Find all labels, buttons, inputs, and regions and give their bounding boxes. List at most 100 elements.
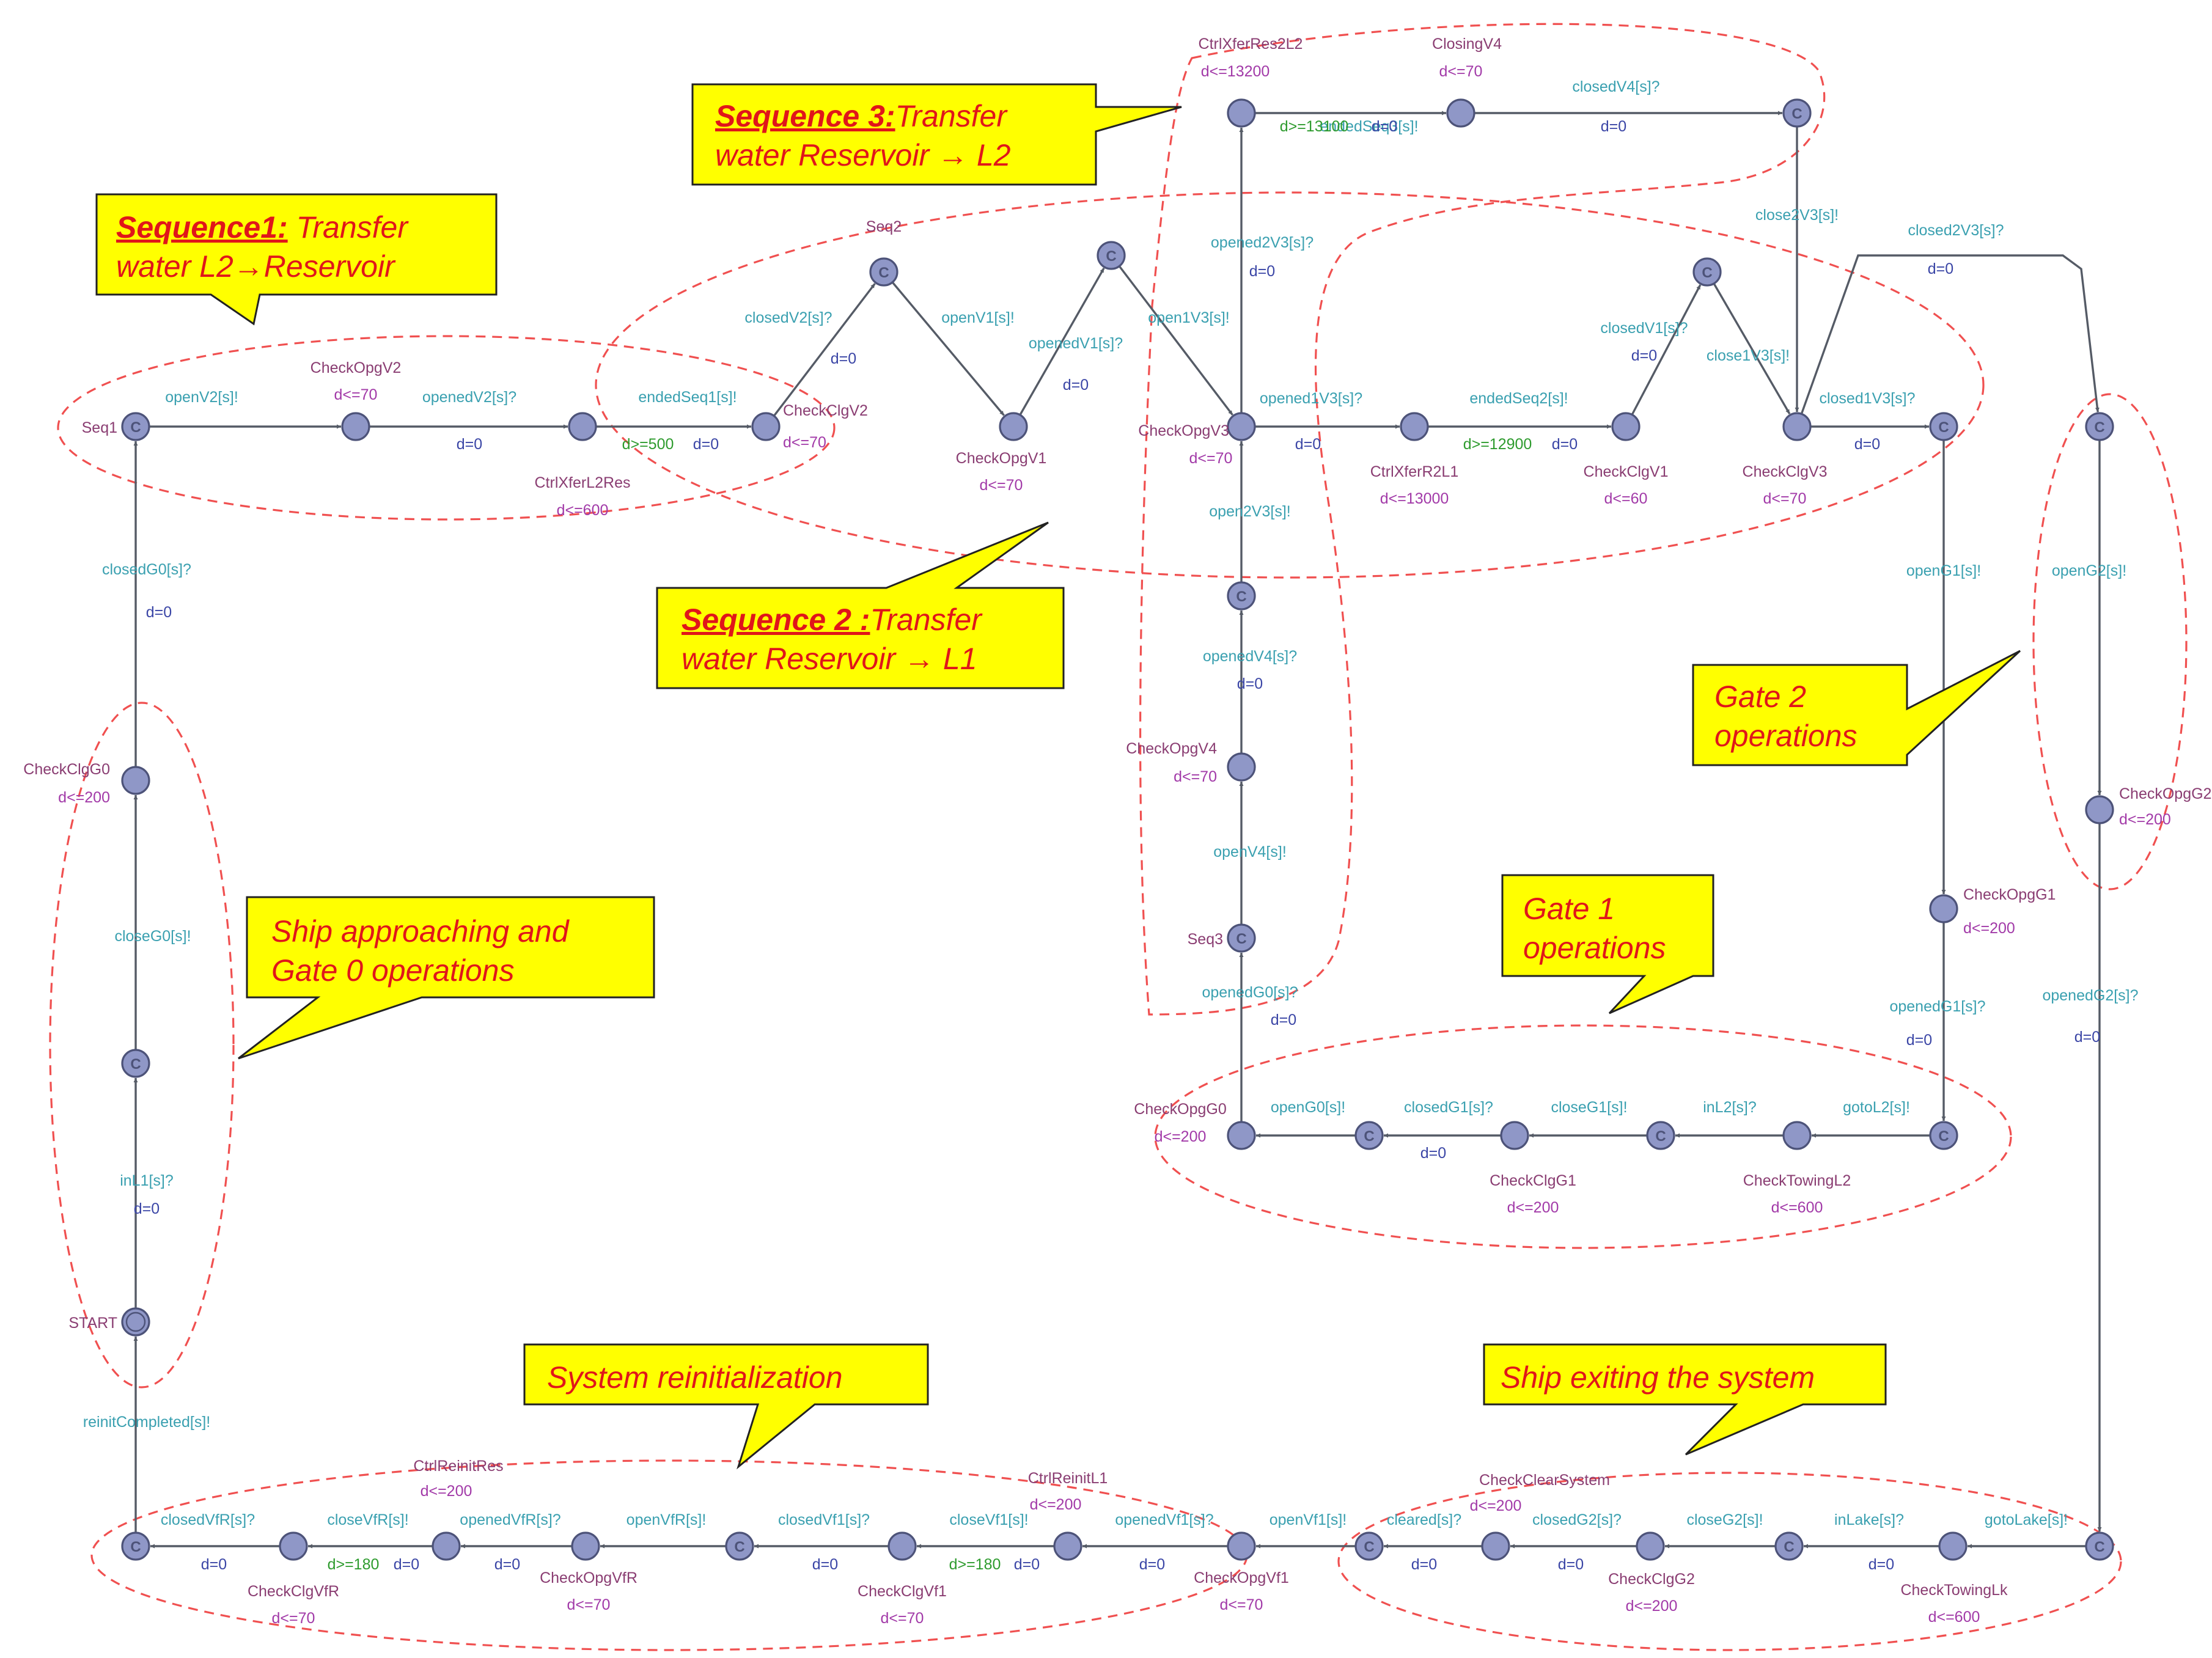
location-invariant: d<=200 xyxy=(1155,1128,1207,1145)
location-invariant: d<=70 xyxy=(272,1610,315,1627)
location-checkClgV3[interactable] xyxy=(1782,412,1812,441)
edge-update-label: d=0 xyxy=(1906,1032,1932,1049)
location-name: CheckClgG0 xyxy=(23,761,110,778)
edge-sync-label: closeG2[s]! xyxy=(1686,1511,1763,1528)
callout-sequence2-text: Transfer water Reservoir → L1 xyxy=(682,603,982,676)
edge-update-label: d=0 xyxy=(201,1556,227,1573)
location-c_cg1[interactable]: C xyxy=(1646,1121,1675,1150)
callout-reinit: System reinitialization xyxy=(547,1360,843,1395)
location-c_g2b[interactable]: C xyxy=(1774,1531,1804,1561)
location-seq1[interactable]: C xyxy=(121,412,150,441)
edge-sync-label: closedG0[s]? xyxy=(102,561,191,578)
edge-sync-label: openV1[s]! xyxy=(941,309,1015,326)
location-c_v3b[interactable]: C xyxy=(1227,581,1256,611)
location-name: CheckClearSystem xyxy=(1479,1472,1610,1489)
location-ctrlXferR2L1[interactable] xyxy=(1400,412,1429,441)
committed-marker: C xyxy=(1938,419,1949,436)
edge-sync-label: closeG0[s]! xyxy=(114,928,191,945)
edge-update-label: d=0 xyxy=(1868,1556,1894,1573)
location-c_v1[interactable]: C xyxy=(1097,241,1126,270)
location-name: CheckOpgVf1 xyxy=(1194,1569,1289,1586)
location-invariant: d<=200 xyxy=(1626,1597,1678,1615)
edge-update-label: d=0 xyxy=(1295,436,1321,453)
location-checkOpgV1[interactable] xyxy=(999,412,1028,441)
edge-sync-label: openVfR[s]! xyxy=(626,1511,707,1528)
edge-update-label: d=0 xyxy=(1552,436,1578,453)
location-invariant: d<=200 xyxy=(58,789,110,806)
location-c_v1b[interactable]: C xyxy=(1692,257,1722,287)
committed-marker: C xyxy=(1106,248,1116,265)
location-invariant: d<=70 xyxy=(567,1596,611,1613)
edge-sync-label: closeVfR[s]! xyxy=(327,1511,408,1528)
zone-sequence1 xyxy=(57,335,836,521)
location-invariant: d<=200 xyxy=(421,1483,472,1500)
edge-checkClgV2-to-seq2 xyxy=(773,283,876,417)
edge-sync-label: openedG0[s]? xyxy=(1202,984,1298,1001)
location-ctrlXferL2Res[interactable] xyxy=(568,412,597,441)
location-c_v4[interactable]: C xyxy=(1782,98,1812,128)
location-name: CtrlReinitL1 xyxy=(1028,1470,1108,1487)
location-start[interactable] xyxy=(121,1307,150,1337)
edge-guard-label: d>=180 xyxy=(328,1556,380,1573)
location-checkTowingLk[interactable] xyxy=(1938,1531,1968,1561)
edge-update-label: d=0 xyxy=(1014,1556,1040,1573)
location-invariant: d<=200 xyxy=(1507,1199,1559,1216)
location-checkClgG2[interactable] xyxy=(1636,1531,1665,1561)
location-checkClgVf1[interactable] xyxy=(887,1531,917,1561)
location-checkClgG0[interactable] xyxy=(121,766,150,795)
callout-sequence2-title: Sequence 2 : xyxy=(682,603,870,637)
location-checkTowingL2[interactable] xyxy=(1782,1121,1812,1150)
location-checkOpgG1[interactable] xyxy=(1929,894,1958,923)
edge-sync-label: openedVf1[s]? xyxy=(1115,1511,1213,1528)
location-c_cs[interactable]: C xyxy=(1354,1531,1384,1561)
edge-sync-label: cleared[s]? xyxy=(1387,1511,1461,1528)
callout-box-sequence1 xyxy=(95,193,498,326)
location-name: CtrlXferR2L1 xyxy=(1370,463,1459,480)
location-ctrlReinitL1[interactable] xyxy=(1053,1531,1082,1561)
location-name: Seq1 xyxy=(82,419,117,436)
edge-sync-label: closedVf1[s]? xyxy=(778,1511,870,1528)
location-checkOpgVf1[interactable] xyxy=(1227,1531,1256,1561)
location-c_g2[interactable]: C xyxy=(2085,412,2114,441)
location-c_g0[interactable]: C xyxy=(121,1049,150,1078)
location-c_v3[interactable]: C xyxy=(1929,412,1958,441)
location-checkOpgVfR[interactable] xyxy=(571,1531,600,1561)
edge-guard-label: d>=13100 xyxy=(1280,118,1349,135)
edge-sync-label: open2V3[s]! xyxy=(1209,503,1290,520)
location-checkOpgV2[interactable] xyxy=(341,412,370,441)
location-checkClearSystem[interactable] xyxy=(1481,1531,1510,1561)
location-checkClgV2[interactable] xyxy=(751,412,781,441)
location-c_vfr[interactable]: C xyxy=(121,1531,150,1561)
location-checkOpgV3[interactable] xyxy=(1227,412,1256,441)
location-invariant: d<=13200 xyxy=(1201,63,1270,80)
location-invariant: d<=70 xyxy=(1439,63,1483,80)
location-c_og0[interactable]: C xyxy=(1354,1121,1384,1150)
committed-marker: C xyxy=(734,1539,744,1555)
edge-update-label: d=0 xyxy=(1631,347,1657,364)
edge-sync-label: inL2[s]? xyxy=(1703,1099,1757,1116)
location-name: CheckOpgG1 xyxy=(1963,886,2056,903)
location-checkOpgV4[interactable] xyxy=(1227,752,1256,782)
location-closingV4[interactable] xyxy=(1446,98,1475,128)
location-ctrlXferRes2L2[interactable] xyxy=(1227,98,1256,128)
location-checkOpgG0[interactable] xyxy=(1227,1121,1256,1150)
edge-sync-label: inLake[s]? xyxy=(1834,1511,1904,1528)
location-checkClgG1[interactable] xyxy=(1500,1121,1529,1150)
edge-sync-label: closed2V3[s]? xyxy=(1908,222,2004,239)
location-ctrlReinitRes[interactable] xyxy=(432,1531,461,1561)
location-name: CheckOpgV1 xyxy=(956,450,1047,467)
location-checkOpgG2[interactable] xyxy=(2085,795,2114,824)
location-c_g1[interactable]: C xyxy=(1929,1121,1958,1150)
zone-sequence3 xyxy=(1139,23,1826,1016)
location-c_lk[interactable]: C xyxy=(2085,1531,2114,1561)
edge-guard-label: d>=500 xyxy=(622,436,674,453)
location-c_vf1[interactable]: C xyxy=(725,1531,754,1561)
location-checkClgVfR[interactable] xyxy=(279,1531,308,1561)
location-checkClgV1[interactable] xyxy=(1611,412,1641,441)
edge-sync-label: closedG1[s]? xyxy=(1404,1099,1493,1116)
location-seq3[interactable]: C xyxy=(1227,923,1256,953)
location-invariant: d<=70 xyxy=(1220,1596,1263,1613)
committed-marker: C xyxy=(130,1539,141,1555)
location-seq2[interactable]: C xyxy=(869,257,898,287)
